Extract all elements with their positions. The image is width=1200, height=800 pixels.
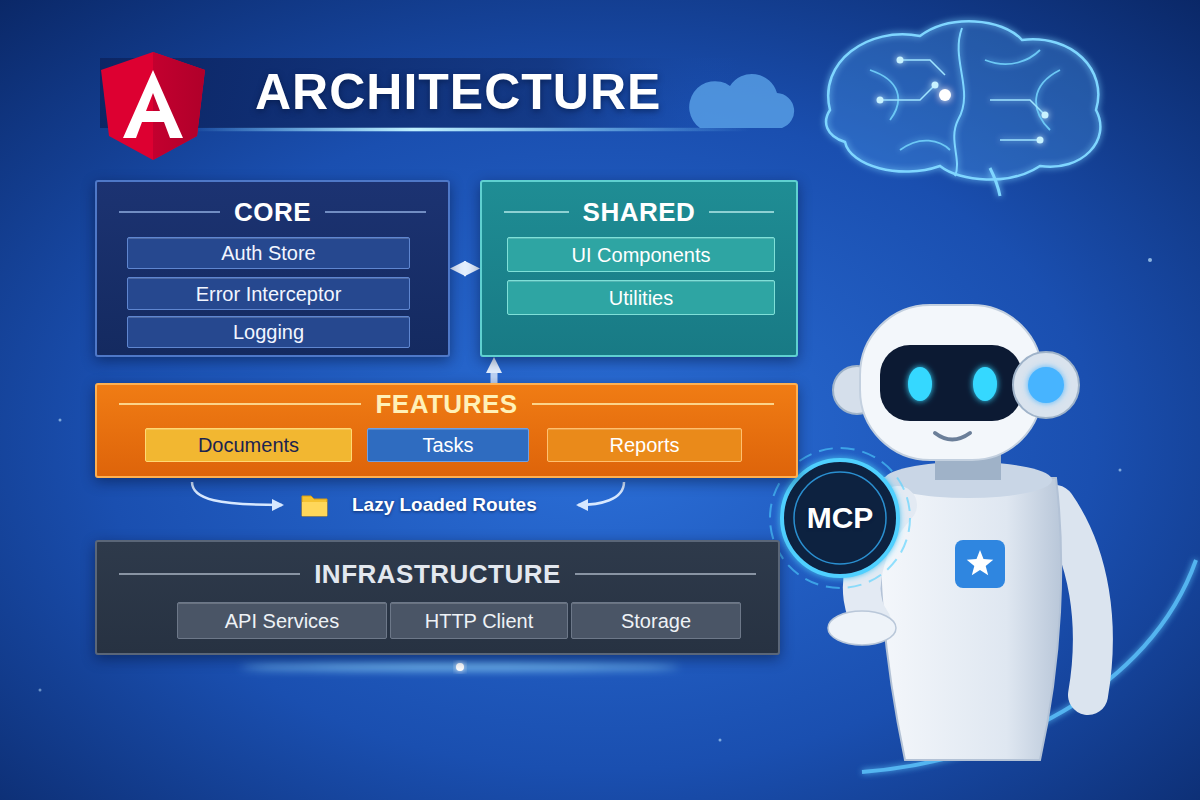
box-label: Auth Store	[221, 241, 316, 265]
infra-box: HTTP Client	[390, 602, 568, 639]
glow-line	[240, 664, 680, 670]
box-label: API Services	[225, 609, 339, 633]
circuit-node	[1042, 112, 1049, 119]
brain-fold	[954, 28, 964, 176]
glow-dot	[456, 663, 464, 671]
robot-hand	[828, 611, 896, 645]
layer-title: CORE	[220, 195, 325, 229]
diagram-title: ARCHITECTURE	[255, 63, 661, 121]
header-rule	[119, 403, 361, 405]
badge-label: MCP	[790, 500, 890, 536]
brain-light	[939, 89, 951, 101]
service-box: Logging	[127, 316, 410, 348]
curved-arrow	[578, 482, 624, 505]
layer-title: FEATURES	[361, 387, 531, 421]
brain-fold	[870, 50, 1060, 150]
infra-box: API Services	[177, 602, 387, 639]
layer-title: INFRASTRUCTURE	[300, 557, 575, 591]
box-label: Documents	[198, 433, 299, 457]
header-row: FEATURES	[119, 387, 774, 421]
header-rule	[575, 573, 756, 575]
circuit-node	[1037, 137, 1044, 144]
header-row: SHARED	[504, 195, 774, 229]
sparkle	[1119, 469, 1122, 472]
logo-letter-shape	[123, 70, 183, 138]
module-box: Utilities	[507, 280, 775, 315]
header-rule	[532, 403, 774, 405]
robot-visor	[880, 345, 1022, 421]
robot-badge	[955, 540, 1005, 588]
sparkle	[59, 419, 62, 422]
sparkle	[1148, 258, 1152, 262]
module-box: UI Components	[507, 237, 775, 272]
logo-shield	[101, 52, 205, 160]
header-rule	[119, 211, 220, 213]
robot-ear-light	[1028, 367, 1064, 403]
box-label: Logging	[233, 320, 304, 344]
dependency-arrow	[491, 367, 498, 383]
header-rule	[325, 211, 426, 213]
route-note: Lazy Loaded Routes	[352, 493, 537, 517]
dependency-arrow	[460, 267, 470, 271]
circuit-lines	[880, 60, 1045, 140]
service-box: Error Interceptor	[127, 277, 410, 310]
sparkle	[39, 689, 42, 692]
box-label: Reports	[609, 433, 679, 457]
feature-box: Documents	[145, 428, 352, 462]
brain-illustration	[826, 21, 1100, 196]
badge-disc	[782, 460, 898, 576]
circuit-node	[877, 97, 884, 104]
robot-eye	[973, 367, 997, 401]
circuit-node	[932, 82, 939, 89]
service-box: Auth Store	[127, 237, 410, 269]
folder-icon	[302, 496, 327, 516]
sparkle	[719, 739, 722, 742]
header-rule	[119, 573, 300, 575]
header-row: INFRASTRUCTURE	[119, 557, 756, 591]
layer-panel: UI ComponentsUtilities SHARED	[480, 180, 798, 357]
layer-band: Documents Tasks Reports FEATURES	[95, 383, 798, 478]
title-glow-line	[190, 128, 750, 131]
brain-stem	[990, 168, 1000, 196]
folder-front	[302, 502, 327, 516]
feature-box: Tasks	[367, 428, 529, 462]
robot-smile	[935, 433, 970, 440]
header-rule	[504, 211, 569, 213]
cloud-icon	[689, 74, 794, 128]
layer-panel: Auth StoreError InterceptorLogging CORE	[95, 180, 450, 357]
header-rule	[709, 211, 774, 213]
box-label: Error Interceptor	[196, 282, 342, 306]
brain-outline	[826, 21, 1100, 179]
feature-box: Reports	[547, 428, 742, 462]
robot-eye	[908, 367, 932, 401]
layer-title: SHARED	[569, 195, 710, 229]
robot-ear	[1013, 352, 1079, 418]
infra-box: Storage	[571, 602, 741, 639]
circuit-node	[897, 57, 904, 64]
box-label: Tasks	[422, 433, 473, 457]
angular-logo	[101, 52, 205, 160]
layer-panel: API Services HTTP Client Storage INFRASTRUC…	[95, 540, 780, 655]
curved-arrow	[192, 482, 282, 505]
box-label: Utilities	[609, 286, 673, 310]
box-label: Storage	[621, 609, 691, 633]
lazy-routes-decoration	[192, 482, 624, 516]
box-label: UI Components	[572, 243, 711, 267]
robot-star	[967, 550, 994, 575]
header-row: CORE	[119, 195, 426, 229]
box-label: HTTP Client	[425, 609, 534, 633]
